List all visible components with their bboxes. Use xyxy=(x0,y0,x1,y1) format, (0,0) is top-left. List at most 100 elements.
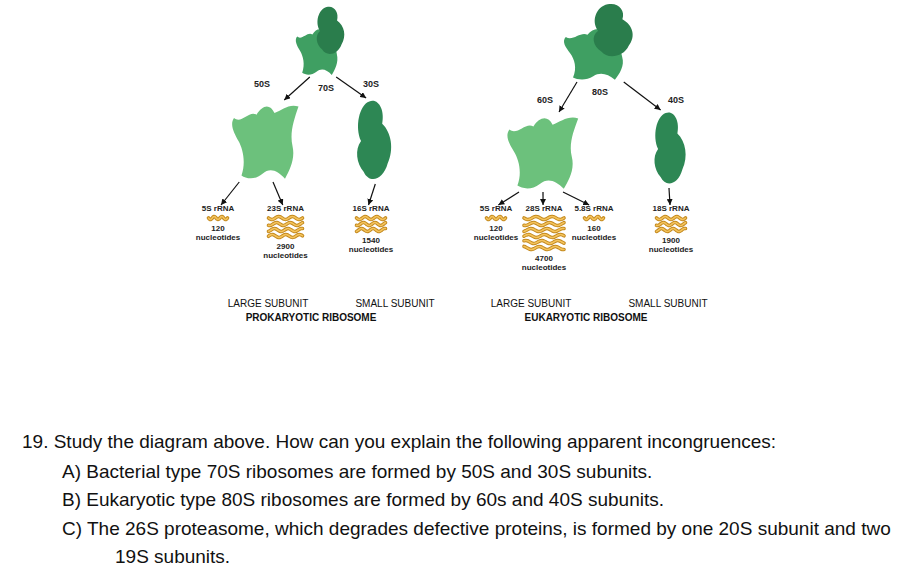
rrna-fill xyxy=(357,223,386,226)
rrna-fill xyxy=(269,223,303,226)
nucleotide-count: 1540 nucleotides xyxy=(346,237,396,254)
rrna-outline xyxy=(357,223,386,226)
rrna-outline xyxy=(269,223,303,226)
rrna-node: 28S rRNA4700 nucleotides xyxy=(520,205,568,272)
rrna-strand xyxy=(472,214,520,224)
rrna-fill xyxy=(524,247,564,250)
rrna-strand xyxy=(346,214,396,236)
rrna-strand xyxy=(193,214,243,224)
rrna-fill xyxy=(524,241,564,244)
sedimentation-label: 40S xyxy=(668,95,684,105)
sedimentation-label: 30S xyxy=(363,79,379,89)
nucleotide-count: 160 nucleotides xyxy=(570,225,618,242)
rrna-outline xyxy=(269,217,303,220)
rrna-outline xyxy=(524,235,564,238)
rrna-name: 18S rRNA xyxy=(646,205,696,213)
split-arrow xyxy=(284,77,310,100)
ribosome-node: 40S xyxy=(648,110,690,188)
sedimentation-label: 80S xyxy=(592,87,608,97)
rrna-fill xyxy=(524,223,564,226)
rrna-outline xyxy=(487,217,506,220)
rrna-outline xyxy=(269,229,303,232)
rrna-node: 18S rRNA 1900 nucleotides xyxy=(646,205,696,254)
sedimentation-label: 60S xyxy=(537,95,553,105)
rrna-fill xyxy=(269,229,303,232)
rrna-fill xyxy=(524,217,564,220)
ribosome-node: 30S xyxy=(350,98,396,184)
rrna-outline xyxy=(524,229,564,232)
rrna-outline xyxy=(524,223,564,226)
large-subunit-shape xyxy=(507,118,578,189)
rrna-fill xyxy=(269,235,303,238)
rrna-fill xyxy=(269,217,303,220)
nucleotide-count: 4700 nucleotides xyxy=(520,255,568,272)
rrna-name: 5.8S rRNA xyxy=(570,205,618,213)
rrna-outline xyxy=(657,223,686,226)
rrna-fill xyxy=(524,235,564,238)
rrna-outline xyxy=(585,217,604,220)
question-text: 19. Study the diagram above. How can you… xyxy=(22,428,900,456)
split-arrow xyxy=(624,82,661,110)
split-arrow xyxy=(669,188,670,205)
rrna-outline xyxy=(524,217,564,220)
ribosome-node: 70S xyxy=(293,5,353,77)
sedimentation-label: 50S xyxy=(254,79,270,89)
nucleotide-count: 2900 nucleotides xyxy=(258,243,313,260)
subunit-caption: LARGE SUBUNIT xyxy=(491,298,572,309)
rrna-node: 23S rRNA 2900 nucleotides xyxy=(258,205,313,260)
rrna-name: 23S rRNA xyxy=(258,205,313,213)
rrna-name: 5S rRNA xyxy=(193,205,243,213)
ribosome-shape xyxy=(648,110,690,188)
ribosome-shape xyxy=(293,5,353,77)
split-arrow xyxy=(369,184,376,205)
rrna-fill xyxy=(657,217,686,220)
rrna-node: 5.8S rRNA 160 nucleotides xyxy=(570,205,618,242)
rrna-fill xyxy=(657,229,686,232)
subunit-caption: LARGE SUBUNIT xyxy=(228,298,309,309)
sedimentation-label: 70S xyxy=(318,83,334,93)
rrna-outline xyxy=(657,217,686,220)
nucleotide-count: 120 nucleotides xyxy=(472,225,520,242)
split-arrow xyxy=(221,182,239,205)
nucleotide-count: 120 nucleotides xyxy=(193,225,243,242)
subunit-caption: EUKARYOTIC RIBOSOME xyxy=(525,312,648,323)
rrna-outline xyxy=(657,229,686,232)
large-subunit-shape xyxy=(232,106,298,179)
rrna-outline xyxy=(269,235,303,238)
split-arrow xyxy=(336,77,366,98)
small-subunit-shape xyxy=(654,113,685,184)
small-subunit-shape xyxy=(357,101,391,179)
rrna-name: 5S rRNA xyxy=(472,205,520,213)
rrna-fill xyxy=(585,217,604,220)
ribosome-node: 50S xyxy=(228,100,303,182)
rrna-node: 5S rRNA 120 nucleotides xyxy=(193,205,243,242)
split-arrow xyxy=(559,82,577,112)
ribosome-shape xyxy=(503,112,583,192)
rrna-strand xyxy=(258,214,313,242)
question-text: B) Eukaryotic type 80S ribosomes are for… xyxy=(62,486,900,514)
nucleotide-count: 1900 nucleotides xyxy=(646,237,696,254)
small-subunit-shape xyxy=(594,4,633,56)
split-arrow xyxy=(542,192,543,205)
ribosome-node: 60S xyxy=(503,112,583,192)
split-arrow xyxy=(498,192,519,205)
split-arrow xyxy=(563,192,589,205)
rrna-strand xyxy=(520,214,568,254)
ribosome-shape xyxy=(228,100,303,182)
rrna-fill xyxy=(657,223,686,226)
rrna-strand xyxy=(646,214,696,236)
rrna-fill xyxy=(357,217,386,220)
question-text: A) Bacterial type 70S ribosomes are form… xyxy=(62,458,900,486)
ribosome-node: 80S xyxy=(560,2,645,82)
subunit-caption: SMALL SUBUNIT xyxy=(355,298,434,309)
ribosome-shape xyxy=(560,2,645,82)
rrna-name: 16S rRNA xyxy=(346,205,396,213)
split-arrow xyxy=(273,182,283,205)
ribosome-shape xyxy=(350,98,396,184)
subunit-caption: SMALL SUBUNIT xyxy=(628,298,707,309)
rrna-fill xyxy=(524,229,564,232)
small-subunit-shape xyxy=(317,7,345,54)
rrna-node: 16S rRNA 1540 nucleotides xyxy=(346,205,396,254)
rrna-outline xyxy=(524,241,564,244)
